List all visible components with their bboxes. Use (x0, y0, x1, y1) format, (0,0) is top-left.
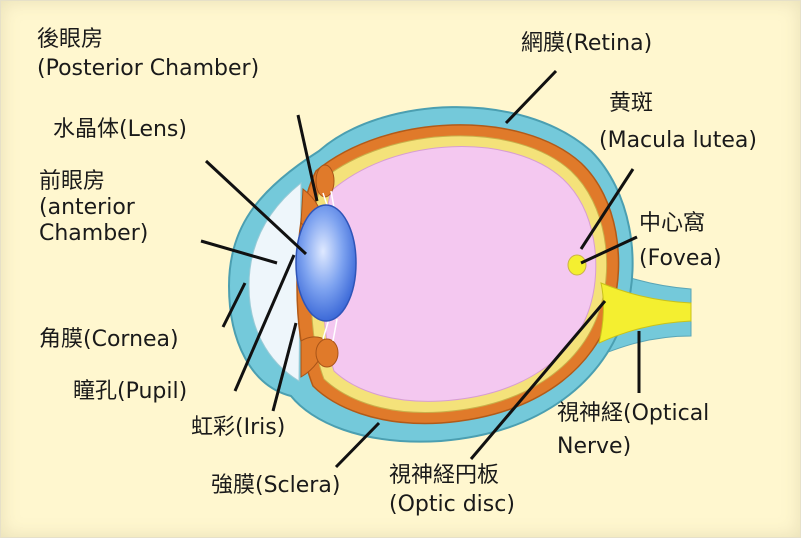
label-sclera-text: 強膜(Sclera) (211, 473, 340, 498)
label-fovea-en: (Fovea) (639, 246, 722, 271)
label-sclera: 強膜(Sclera) (211, 473, 340, 498)
label-anterior-chamber-en2: Chamber) (39, 221, 148, 247)
label-fovea: 中心窩 (Fovea) (639, 211, 722, 271)
label-pupil-text: 瞳孔(Pupil) (73, 379, 187, 404)
label-lens: 水晶体(Lens) (53, 117, 187, 142)
label-macula-en: (Macula lutea) (599, 128, 757, 153)
label-anterior-chamber-jp: 前眼房 (39, 169, 148, 195)
label-fovea-jp: 中心窩 (639, 211, 722, 236)
label-optic-disc: 視神経円板 (Optic disc) (389, 463, 515, 517)
label-pupil: 瞳孔(Pupil) (73, 379, 187, 404)
label-optic-nerve-en: Nerve) (557, 434, 709, 459)
label-macula-jp: 黄斑 (609, 91, 757, 116)
label-retina-text: 網膜(Retina) (521, 31, 652, 56)
lens (296, 205, 356, 321)
label-retina: 網膜(Retina) (521, 31, 652, 56)
label-macula: 黄斑 (Macula lutea) (599, 91, 757, 153)
label-posterior-chamber: 後眼房 (Posterior Chamber) (37, 27, 259, 81)
fovea-spot (568, 255, 586, 275)
label-optic-disc-en: (Optic disc) (389, 492, 515, 517)
leader-retina (506, 71, 556, 123)
label-optic-disc-jp: 視神経円板 (389, 463, 515, 488)
label-iris: 虹彩(Iris) (191, 415, 285, 440)
label-optic-nerve-jp: 視神経(Optical (557, 401, 709, 426)
label-iris-text: 虹彩(Iris) (191, 415, 285, 440)
label-cornea-text: 角膜(Cornea) (39, 327, 179, 352)
label-optic-nerve: 視神経(Optical Nerve) (557, 401, 709, 459)
label-anterior-chamber: 前眼房 (anterior Chamber) (39, 169, 148, 247)
label-posterior-chamber-jp: 後眼房 (37, 27, 259, 52)
label-lens-text: 水晶体(Lens) (53, 117, 187, 142)
label-cornea: 角膜(Cornea) (39, 327, 179, 352)
ciliary-lower (316, 339, 338, 367)
label-posterior-chamber-en: (Posterior Chamber) (37, 56, 259, 81)
label-anterior-chamber-en1: (anterior (39, 195, 148, 221)
